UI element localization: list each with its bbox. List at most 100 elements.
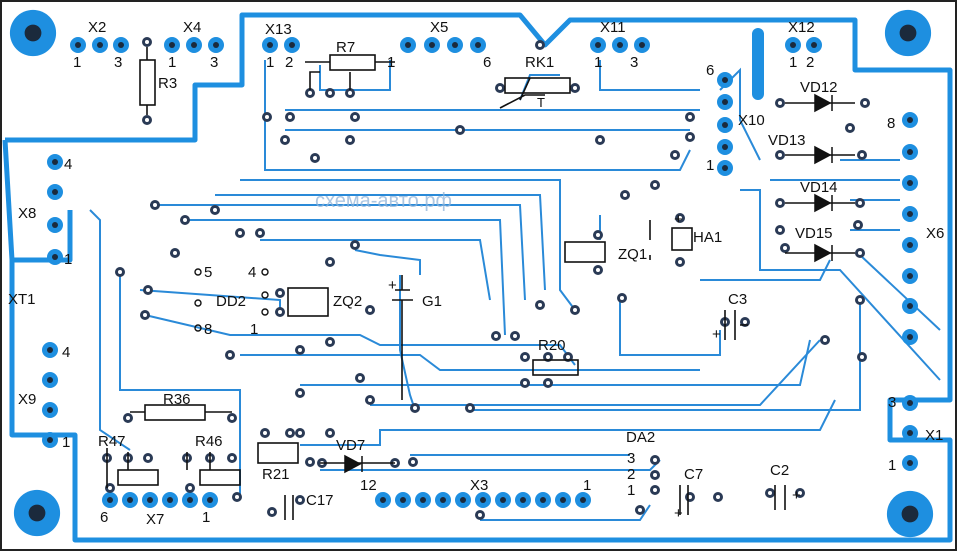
mounting-hole <box>9 9 57 57</box>
label-x4: X4 <box>183 19 202 36</box>
label-x3-pin12: 12 <box>360 477 377 494</box>
label-vd14: VD14 <box>800 179 838 196</box>
label-c3-plus: + <box>712 326 721 343</box>
buzzer-ha1-body <box>671 227 693 251</box>
label-r21: R21 <box>262 466 290 483</box>
connector-x6-pads <box>902 112 918 345</box>
label-x9-pin1: 1 <box>62 434 71 451</box>
label-dd2-pin1: 1 <box>250 321 259 338</box>
label-x5-pin6: 6 <box>483 54 492 71</box>
label-da2-pin2: 2 <box>627 466 636 483</box>
traces <box>89 60 941 521</box>
label-x2-pin3: 3 <box>114 54 123 71</box>
label-x8: X8 <box>18 205 37 222</box>
diodes <box>344 93 855 474</box>
label-x7-pin6: 6 <box>100 509 109 526</box>
label-da2-pin1: 1 <box>627 482 636 499</box>
label-r20: R20 <box>538 337 566 354</box>
label-ha1: HA1 <box>693 229 723 246</box>
label-x1-pin1: 1 <box>888 457 897 474</box>
label-x10-pin1: 1 <box>706 157 715 174</box>
label-x6-pin8: 8 <box>887 115 896 132</box>
thermistor-rk1-body <box>504 77 571 94</box>
label-x2-pin1: 1 <box>73 54 82 71</box>
label-x5-pin1: 1 <box>387 54 396 71</box>
label-da2-pin3: 3 <box>627 450 636 467</box>
connector-x1-pads <box>902 395 918 471</box>
label-c2-plus: + <box>792 487 801 504</box>
crystal-zq2-body <box>287 287 329 317</box>
resistor-r3-body <box>139 59 156 106</box>
connector-x8-pads <box>47 154 63 265</box>
label-x11-pin3: 3 <box>630 54 639 71</box>
label-dd2-pin4: 4 <box>248 264 257 281</box>
label-vd13: VD13 <box>768 132 806 149</box>
label-r7: R7 <box>336 39 356 56</box>
jumper-x12 <box>752 28 764 100</box>
header-pads <box>70 37 822 508</box>
ic-dd2-pins <box>194 268 269 332</box>
resistor-r21-body <box>257 442 299 464</box>
label-ha1-plus: + <box>674 211 683 228</box>
ground-frame <box>2 12 953 543</box>
crystal-zq1-body <box>564 241 606 263</box>
label-g1: G1 <box>422 293 443 310</box>
label-x4-pin3: 3 <box>210 54 219 71</box>
label-zq1: ZQ1 <box>618 246 648 263</box>
label-x13-pin2: 2 <box>285 54 294 71</box>
label-rk1: RK1 <box>525 54 555 71</box>
label-g1-plus: + <box>388 277 397 294</box>
label-x3: X3 <box>470 477 489 494</box>
label-xt1: XT1 <box>8 291 36 308</box>
label-x1-pin3: 3 <box>888 394 897 411</box>
label-rk1-t: T <box>537 95 545 110</box>
label-x5: X5 <box>430 19 449 36</box>
label-vd15: VD15 <box>795 225 833 242</box>
mounting-hole <box>886 490 934 538</box>
label-x2: X2 <box>88 19 107 36</box>
label-vd12: VD12 <box>800 79 838 96</box>
label-x13-pin1: 1 <box>266 54 275 71</box>
label-c17: C17 <box>306 492 334 509</box>
label-r36: R36 <box>163 391 191 408</box>
label-x4-pin1: 1 <box>168 54 177 71</box>
label-c2: C2 <box>770 462 790 479</box>
mounting-hole <box>13 489 61 537</box>
label-x10: X10 <box>738 112 765 129</box>
label-x8-pin1: 1 <box>64 251 73 268</box>
label-x12: X12 <box>788 19 815 36</box>
label-x11: X11 <box>600 19 626 36</box>
label-x1: X1 <box>925 427 944 444</box>
label-x7: X7 <box>146 511 165 528</box>
label-x3-pin1: 1 <box>583 477 592 494</box>
watermark: схема-авто.рф <box>315 190 452 212</box>
label-x12-pin1: 1 <box>789 54 798 71</box>
resistor-r7-body <box>329 54 376 71</box>
label-x8-pin4: 4 <box>64 156 73 173</box>
silkscreen <box>106 28 786 520</box>
resistor-r46-body <box>199 469 241 486</box>
label-dd2-pin8: 8 <box>204 321 213 338</box>
label-r46: R46 <box>195 433 223 450</box>
label-x7-pin1: 1 <box>202 509 211 526</box>
label-x13: X13 <box>265 21 292 38</box>
label-c7: C7 <box>684 466 704 483</box>
label-r3: R3 <box>158 75 178 92</box>
connector-x9-pads <box>42 342 58 448</box>
label-r47: R47 <box>98 433 126 450</box>
label-x10-pin6: 6 <box>706 62 715 79</box>
label-c3: C3 <box>728 291 748 308</box>
label-da2: DA2 <box>626 429 656 446</box>
label-x6: X6 <box>926 225 945 242</box>
label-dd2-pin5: 5 <box>204 264 213 281</box>
label-vd7: VD7 <box>336 437 366 454</box>
label-x9-pin4: 4 <box>62 344 71 361</box>
label-x12-pin2: 2 <box>806 54 815 71</box>
mounting-hole <box>884 9 932 57</box>
label-dd2: DD2 <box>216 293 247 310</box>
resistor-r20-body <box>532 359 579 376</box>
label-c7-plus: + <box>674 505 683 522</box>
